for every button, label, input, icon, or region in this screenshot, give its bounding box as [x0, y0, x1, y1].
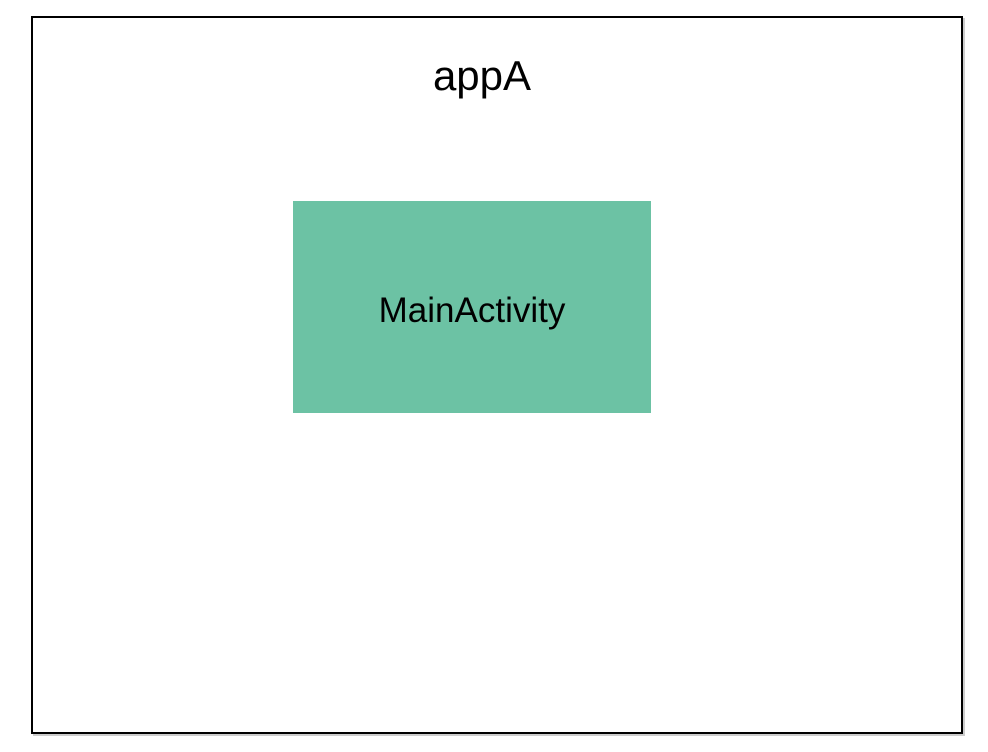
activity-label: MainActivity: [378, 290, 566, 330]
app-frame: appA MainActivity: [31, 16, 963, 734]
activity-box: MainActivity: [293, 201, 651, 413]
app-title: appA: [432, 52, 532, 99]
